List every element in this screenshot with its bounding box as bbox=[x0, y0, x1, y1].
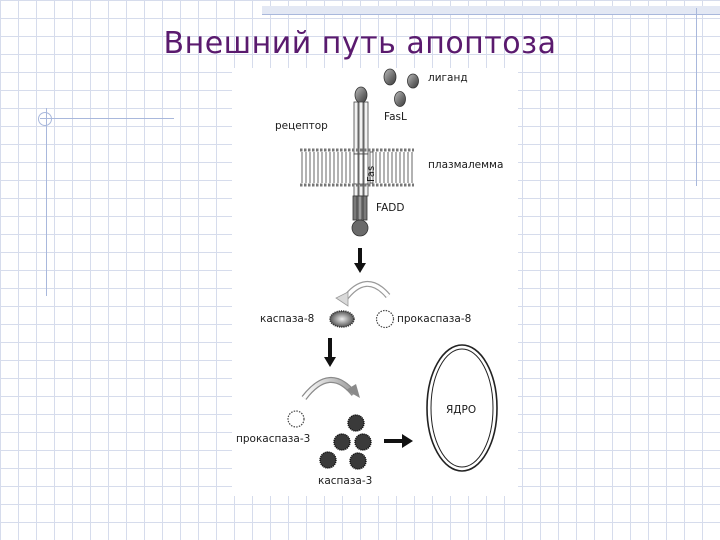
top-decoration-band bbox=[262, 6, 720, 14]
plasmalemma-bilayer bbox=[300, 148, 414, 187]
nucleus-outline bbox=[426, 344, 498, 472]
caspase3-molecule bbox=[333, 433, 351, 451]
apoptosis-diagram: лиганд рецептор FasL плазмалемма Fas FAD… bbox=[232, 68, 518, 496]
fasl-molecule bbox=[354, 86, 368, 104]
procaspase8-label: прокаспаза-8 bbox=[397, 313, 472, 325]
ligand-label: лиганд bbox=[428, 72, 468, 84]
fadd-label: FADD bbox=[376, 202, 405, 214]
diagram-graphics bbox=[287, 68, 498, 472]
caspase8-label: каспаза-8 bbox=[260, 313, 315, 325]
procaspase3-molecule bbox=[287, 410, 305, 428]
procaspase3-label: прокаспаза-3 bbox=[236, 433, 311, 445]
left-horizontal-decoration-line bbox=[40, 118, 174, 119]
caspase3-molecule bbox=[349, 452, 367, 470]
procaspase8-molecule bbox=[375, 309, 395, 329]
ligand-molecule bbox=[383, 68, 397, 86]
caspase3-label: каспаза-3 bbox=[318, 475, 373, 487]
arrow-to-nucleus bbox=[384, 434, 413, 448]
left-vertical-decoration-line bbox=[46, 108, 47, 296]
nucleus-label: ЯДРО bbox=[446, 404, 477, 416]
fadd-complex bbox=[351, 195, 369, 237]
caspase3-molecule bbox=[319, 451, 337, 469]
receptor-label: рецептор bbox=[275, 120, 328, 132]
slide-title: Внешний путь апоптоза bbox=[163, 26, 557, 61]
plasmalemma-label: плазмалемма bbox=[428, 159, 504, 171]
caspase8-molecule bbox=[329, 310, 355, 328]
top-decoration-line bbox=[262, 14, 720, 15]
caspase3-molecule bbox=[354, 433, 372, 451]
caspase3-molecule bbox=[347, 414, 365, 432]
right-vertical-decoration-line bbox=[696, 8, 697, 186]
ligand-molecule bbox=[394, 91, 406, 107]
ligand-molecules bbox=[383, 68, 419, 107]
fas-receptor bbox=[353, 101, 369, 197]
arrow-down-1 bbox=[354, 248, 366, 273]
decoration-circle bbox=[38, 112, 52, 126]
fasl-label: FasL bbox=[384, 111, 407, 123]
arrow-down-2 bbox=[324, 338, 336, 367]
fas-label: Fas bbox=[366, 165, 377, 182]
caspase3-cluster bbox=[319, 414, 372, 470]
ligand-molecule bbox=[407, 73, 419, 89]
